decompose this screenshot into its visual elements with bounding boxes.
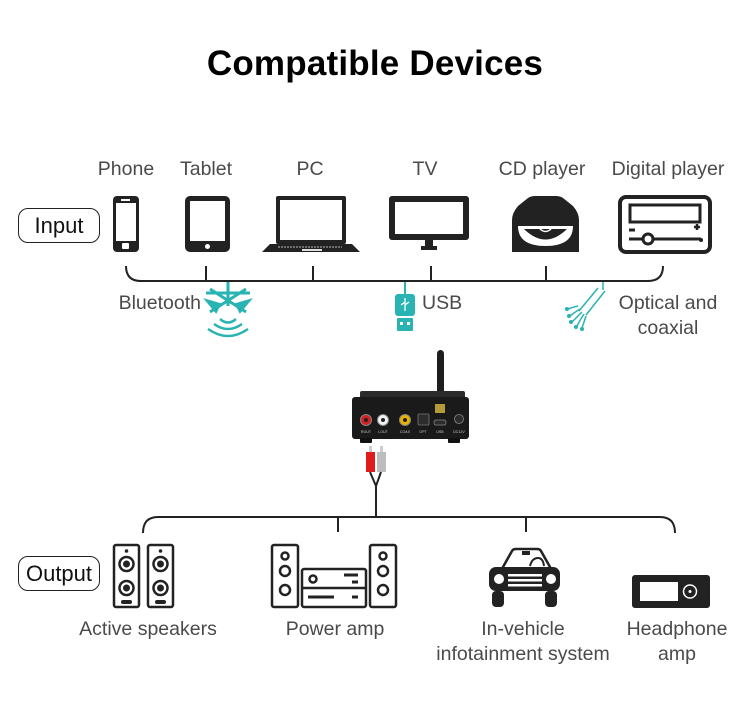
usb-icon xyxy=(395,282,415,331)
port-label-rout: ROUT xyxy=(361,430,372,434)
car-icon xyxy=(489,547,560,607)
input-connector-lines xyxy=(125,265,664,282)
tablet-icon xyxy=(185,196,230,252)
port-label-dc12v: DC12V xyxy=(453,430,465,434)
laptop-icon xyxy=(262,196,360,252)
port-label-coax: COAX xyxy=(400,430,411,434)
speakers-icon xyxy=(112,543,175,609)
device-label-digital-player: Digital player xyxy=(611,158,725,180)
hifi-system-icon xyxy=(270,543,398,609)
digital-player-icon xyxy=(618,195,712,254)
output-label-headphone-line2: amp xyxy=(658,643,696,665)
output-connector-lines xyxy=(142,516,676,534)
output-label-power-amp: Power amp xyxy=(285,618,385,640)
optical-fiber-icon xyxy=(564,282,606,332)
dac-device-image: ROUT LOUT COAX OPT USB DC12V xyxy=(352,350,469,443)
cd-player-icon xyxy=(512,196,579,252)
output-label-car-line2: infotainment system xyxy=(436,643,610,665)
device-label-phone: Phone xyxy=(97,158,155,180)
device-label-pc: PC xyxy=(296,158,324,180)
port-label-opt: OPT xyxy=(419,430,427,434)
device-label-tv: TV xyxy=(412,158,438,180)
port-label-lout: LOUT xyxy=(378,430,388,434)
page-title: Compatible Devices xyxy=(206,44,544,83)
connection-label-optical-line1: Optical and xyxy=(618,292,718,314)
connection-label-optical-line2: coaxial xyxy=(637,317,699,339)
connection-label-bluetooth: Bluetooth xyxy=(118,292,201,314)
output-label: Output xyxy=(18,556,100,591)
output-label-headphone-line1: Headphone xyxy=(626,618,728,640)
tv-icon xyxy=(389,196,469,250)
device-label-tablet: Tablet xyxy=(179,158,233,180)
connection-label-usb: USB xyxy=(422,292,463,314)
phone-icon xyxy=(113,196,139,252)
bluetooth-icon xyxy=(203,282,253,338)
port-label-usb: USB xyxy=(436,430,444,434)
output-label-car-line1: In-vehicle xyxy=(481,618,565,640)
device-label-cd-player: CD player xyxy=(498,158,586,180)
rca-cable xyxy=(366,446,386,517)
headphone-amp-icon xyxy=(632,575,710,608)
input-label: Input xyxy=(18,208,100,243)
output-label-active-speakers: Active speakers xyxy=(79,618,217,640)
